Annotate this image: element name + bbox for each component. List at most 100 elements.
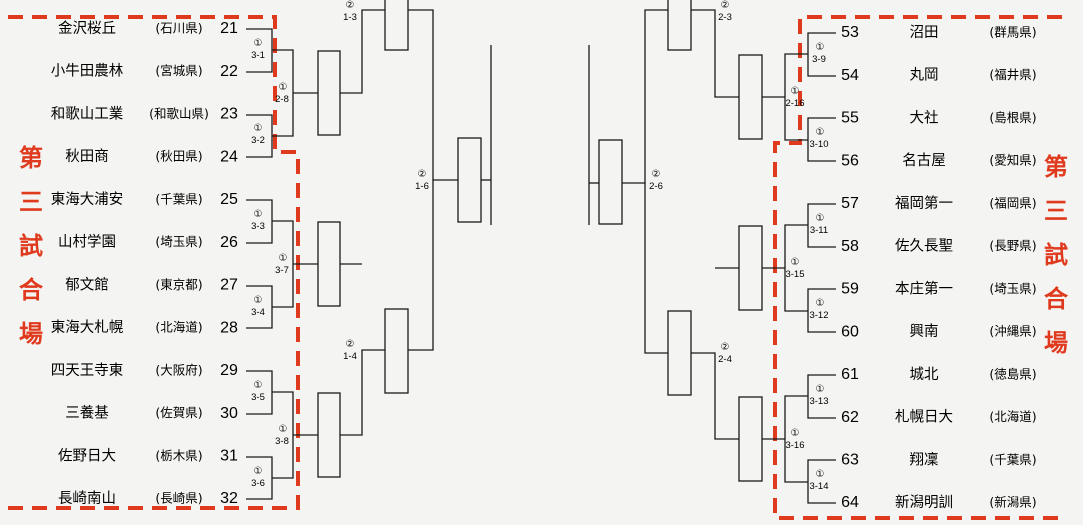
match-box xyxy=(738,225,763,311)
venue-char: 三 xyxy=(19,188,43,216)
team-seed-number: 57 xyxy=(841,195,859,212)
team-seed-number: 25 xyxy=(220,191,238,208)
team-prefecture: (長野県) xyxy=(989,238,1036,253)
match-round-mark: ① xyxy=(816,213,825,224)
team-name: 福岡第一 xyxy=(895,194,953,212)
match-round-mark: ① xyxy=(791,86,800,97)
bracket-line xyxy=(622,9,668,184)
match-round-mark: ① xyxy=(254,123,263,134)
match-code: 2-4 xyxy=(718,354,732,365)
team-seed-number: 29 xyxy=(220,362,238,379)
bracket-line xyxy=(340,9,385,94)
match-round-mark: ① xyxy=(791,257,800,268)
venue-char: 試 xyxy=(1044,241,1068,269)
team-name: 大社 xyxy=(910,109,939,126)
match-round-mark: ② xyxy=(346,339,355,350)
team-name: 名古屋 xyxy=(902,152,946,169)
match-box xyxy=(384,0,409,51)
team-name: 札幌日大 xyxy=(895,409,953,426)
bracket-line xyxy=(691,9,739,98)
team-prefecture: (埼玉県) xyxy=(989,281,1036,296)
match-box xyxy=(317,392,341,478)
match-box xyxy=(667,310,692,396)
match-code: 2-8 xyxy=(275,94,289,105)
match-code: 3-12 xyxy=(809,310,828,321)
bracket-line xyxy=(644,183,668,354)
team-seed-number: 32 xyxy=(220,490,238,507)
match-round-mark: ① xyxy=(816,469,825,480)
venue-char: 合 xyxy=(19,276,44,304)
venue-label-right: 第 三 試 合 場 xyxy=(1044,153,1069,357)
match-round-mark: ① xyxy=(791,428,800,439)
bracket-line xyxy=(272,220,294,308)
team-name: 郁文館 xyxy=(65,276,109,293)
team-name: 佐野日大 xyxy=(58,447,116,464)
match-code: 3-7 xyxy=(275,265,289,276)
team-seed-number: 62 xyxy=(841,409,859,426)
match-code: 3-4 xyxy=(251,307,265,318)
team-name: 新潟明訓 xyxy=(895,494,953,511)
match-round-mark: ① xyxy=(279,82,288,93)
team-seed-number: 23 xyxy=(220,106,238,123)
match-code: 3-13 xyxy=(809,396,828,407)
team-name: 東海大浦安 xyxy=(51,191,124,208)
team-row: 60 興南 (沖縄県) xyxy=(841,323,1037,340)
team-name: 秋田商 xyxy=(65,148,109,165)
team-prefecture: (徳島県) xyxy=(989,366,1036,381)
team-name: 興南 xyxy=(910,323,939,340)
team-row: 東海大札幌(北海道)28 xyxy=(51,319,238,336)
match-box xyxy=(598,139,623,225)
team-seed-number: 55 xyxy=(841,110,859,127)
team-row: 金沢桜丘(石川県)21 xyxy=(58,20,238,37)
team-prefecture: (栃木県) xyxy=(155,448,202,463)
team-prefecture: (東京都) xyxy=(155,277,202,292)
match-round-mark: ① xyxy=(816,127,825,138)
team-seed-number: 53 xyxy=(841,24,859,41)
match-box xyxy=(738,396,763,482)
team-prefecture: (新潟県) xyxy=(989,495,1036,510)
match-code: 2-3 xyxy=(718,12,732,23)
match-code: 3-11 xyxy=(810,225,828,236)
match-round-mark: ① xyxy=(254,209,263,220)
team-seed-number: 28 xyxy=(220,319,238,336)
team-name: 四天王寺東 xyxy=(51,362,124,379)
match-round-mark: ① xyxy=(254,295,263,306)
bracket-line xyxy=(691,352,739,440)
team-row: 秋田商(秋田県)24 xyxy=(65,148,238,165)
team-prefecture: (北海道) xyxy=(989,409,1036,424)
team-name: 丸岡 xyxy=(910,67,939,84)
match-labels: ① 3-1 ① 3-2 ① 3-3 ① 3-4 ① 3-5 ① 3-6 ① 2-… xyxy=(251,0,828,492)
match-box xyxy=(317,221,341,307)
venue-char: 合 xyxy=(1044,285,1069,313)
team-seed-number: 60 xyxy=(841,323,859,340)
team-prefecture: (北海道) xyxy=(155,320,202,335)
match-round-mark: ② xyxy=(346,0,355,11)
match-code: 3-1 xyxy=(251,50,265,61)
match-code: 1-3 xyxy=(343,12,357,23)
venue-label-left: 第 三 試 合 場 xyxy=(19,144,44,348)
match-round-mark: ① xyxy=(816,42,825,53)
team-row: 山村学園(埼玉県)26 xyxy=(58,234,238,251)
team-name: 三養基 xyxy=(65,404,109,422)
venue-char: 場 xyxy=(19,320,43,348)
match-box xyxy=(738,54,763,140)
bracket-line xyxy=(272,391,294,479)
team-row: 郁文館 (東京都) 27 xyxy=(65,276,238,293)
team-row: 62 札幌日大 (北海道) xyxy=(841,409,1037,426)
team-prefecture: (沖縄県) xyxy=(989,324,1036,339)
venue-boundary-left xyxy=(8,15,300,510)
team-seed-number: 63 xyxy=(841,452,859,469)
team-seed-number: 22 xyxy=(220,63,238,80)
match-round-mark: ① xyxy=(279,253,288,264)
match-code: 2-6 xyxy=(649,181,663,192)
team-seed-number: 27 xyxy=(220,277,238,294)
team-name: 翔凜 xyxy=(910,451,939,468)
match-round-mark: ① xyxy=(254,380,263,391)
team-seed-number: 61 xyxy=(841,366,859,383)
